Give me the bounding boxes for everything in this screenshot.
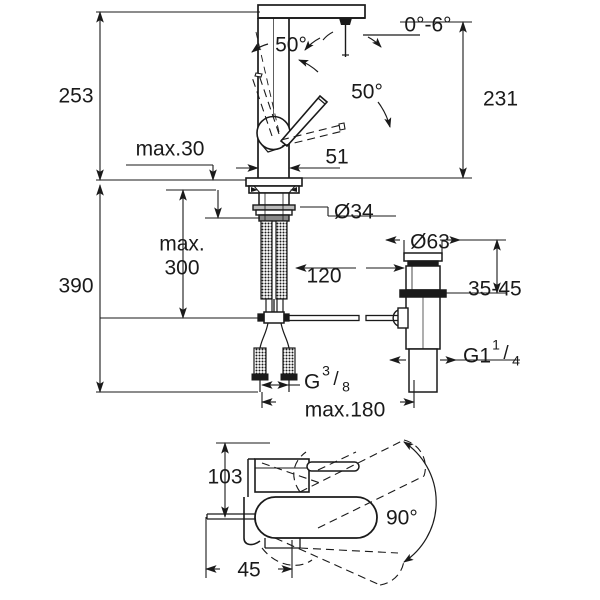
label-d63: Ø63: [410, 231, 450, 254]
flexible-supply-hoses-upper: [260, 220, 288, 318]
label-231: 231: [483, 88, 518, 111]
arc-50-right-a: [298, 59, 319, 73]
label-thread-g114: G1 1 / 4: [463, 337, 520, 369]
dimension-lines-elevation: [96, 11, 472, 408]
label-g38-denominator: 8: [342, 379, 350, 395]
label-max30: max.30: [136, 138, 205, 161]
lever-handle: [279, 94, 329, 148]
base-escutcheon: [245, 177, 303, 194]
label-angle-50-right: 50°: [351, 81, 383, 104]
dimension-lines-waste: [385, 236, 520, 364]
arc-0-6-right: [367, 36, 382, 48]
label-35-45: 35-45: [468, 278, 522, 301]
label-120: 120: [306, 265, 341, 288]
label-g38-prefix: G: [304, 371, 320, 394]
elevation-view: [245, 4, 414, 392]
label-g114-numerator: 1: [492, 337, 500, 353]
label-103: 103: [207, 466, 242, 489]
label-thread-g38: G 3 / 8: [304, 363, 350, 395]
fixing-clamp: [257, 299, 290, 324]
supply-hose-tails: [251, 322, 298, 392]
angular-dimensions: [251, 31, 437, 563]
label-390: 390: [58, 275, 93, 298]
label-angle-0-6: 0°-6°: [404, 14, 451, 37]
label-g114-denominator: 4: [512, 353, 520, 369]
arc-90: [403, 441, 437, 563]
label-angle-90: 90°: [386, 507, 418, 530]
arc-50-right-b: [377, 101, 392, 128]
label-max300-line2: 300: [164, 257, 199, 280]
aerator-outlet: [339, 18, 352, 57]
spout-arm: [257, 4, 366, 19]
label-253: 253: [58, 85, 93, 108]
label-d34: Ø34: [334, 201, 374, 224]
label-45: 45: [237, 559, 260, 582]
label-g38-slash: /: [333, 369, 339, 390]
label-g114-slash: /: [503, 343, 509, 364]
dimension-labels: 253 390 231 max.30 max. 300 51 120 Ø34 m…: [58, 14, 521, 582]
label-51: 51: [325, 146, 348, 169]
arc-0-6-left: [304, 37, 321, 51]
lever-handle-phantom-positions: [251, 72, 346, 147]
waste-assembly-view: [392, 252, 447, 393]
arc-50-left: [251, 43, 269, 53]
tailpiece-shank: [252, 192, 296, 222]
label-max180: max.180: [305, 399, 386, 422]
label-angle-50-left: 50°: [275, 34, 307, 57]
label-g114-prefix: G1: [463, 345, 491, 368]
label-max300-line1: max.: [159, 233, 205, 256]
label-g38-numerator: 3: [322, 363, 330, 379]
dimension-lines-plan: [205, 442, 293, 578]
